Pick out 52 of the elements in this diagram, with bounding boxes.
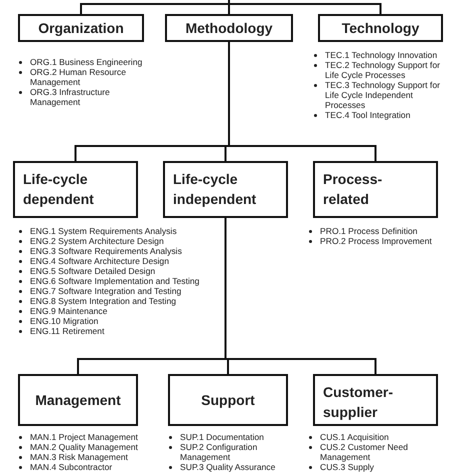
bullet-item: TEC.3 Technology Support for Life Cycle Independent Processes	[313, 80, 443, 110]
connector-line	[224, 218, 376, 374]
category-box	[13, 161, 138, 218]
category-box	[168, 374, 288, 426]
category-title: Life-cycle independent	[173, 170, 258, 209]
category-box	[313, 374, 438, 426]
bullet-item: ORG.3 Infrastructure Management	[18, 87, 148, 107]
bullet-item: CUS.1 Acquisition	[308, 432, 448, 442]
category-title: Process-related	[323, 170, 384, 209]
bullet-item: MAN.3 Risk Management	[18, 452, 168, 462]
category-box	[318, 14, 443, 42]
bullet-item: ENG.5 Software Detailed Design	[18, 266, 218, 276]
category-title: Customer-supplier	[323, 383, 394, 422]
bullet-item: SUP.3 Quality Assurance	[168, 462, 303, 472]
category-title: Life-cycle dependent	[23, 170, 95, 209]
bullet-item: TEC.2 Technology Support for Life Cycle Processes	[313, 60, 443, 80]
bullet-item: ENG.1 System Requirements Analysis	[18, 226, 218, 236]
bullet-item: PRO.2 Process Improvement	[308, 236, 448, 246]
bullet-item: ENG.8 System Integration and Testing	[18, 296, 218, 306]
bullet-item: TEC.1 Technology Innovation	[313, 50, 443, 60]
bullet-item: SUP.2 Configuration Management	[168, 442, 303, 462]
connector-line	[228, 42, 376, 161]
category-box	[163, 161, 288, 218]
bullet-item: TEC.4 Tool Integration	[313, 110, 443, 120]
bullet-item: MAN.4 Subcontractor	[18, 462, 168, 472]
bullet-item: ENG.11 Retirement	[18, 326, 218, 336]
category-box	[18, 374, 138, 426]
bullet-item: ENG.6 Software Implementation and Testing	[18, 276, 218, 286]
category-box	[18, 14, 144, 42]
bullet-item: ENG.4 Software Architecture Design	[18, 256, 218, 266]
category-box	[165, 14, 293, 42]
bullet-item: MAN.2 Quality Management	[18, 442, 168, 452]
bullet-item: MAN.1 Project Management	[18, 432, 168, 442]
bullet-item: SUP.1 Documentation	[168, 432, 303, 442]
bullet-item: ENG.10 Migration	[18, 316, 218, 326]
category-title: Support	[201, 391, 255, 410]
bullet-item: ENG.7 Software Integration and Testing	[18, 286, 218, 296]
bullet-item: ORG.2 Human Resource Management	[18, 67, 148, 87]
category-title: Management	[35, 391, 121, 410]
connector-line	[228, 0, 382, 14]
connector-line	[80, 0, 230, 14]
category-title: Organization	[38, 19, 124, 38]
bullet-item: CUS.3 Supply	[308, 462, 448, 472]
category-title: Methodology	[185, 19, 273, 38]
bullet-item: ENG.2 System Architecture Design	[18, 236, 218, 246]
category-title: Technology	[342, 19, 420, 38]
bullet-item: ENG.9 Maintenance	[18, 306, 218, 316]
bullet-item: CUS.2 Customer Need Management	[308, 442, 448, 462]
category-box	[313, 161, 438, 218]
bullet-item: ORG.1 Business Engineering	[18, 57, 148, 67]
bullet-item: PRO.1 Process Definition	[308, 226, 448, 236]
bullet-item: ENG.3 Software Requirements Analysis	[18, 246, 218, 256]
